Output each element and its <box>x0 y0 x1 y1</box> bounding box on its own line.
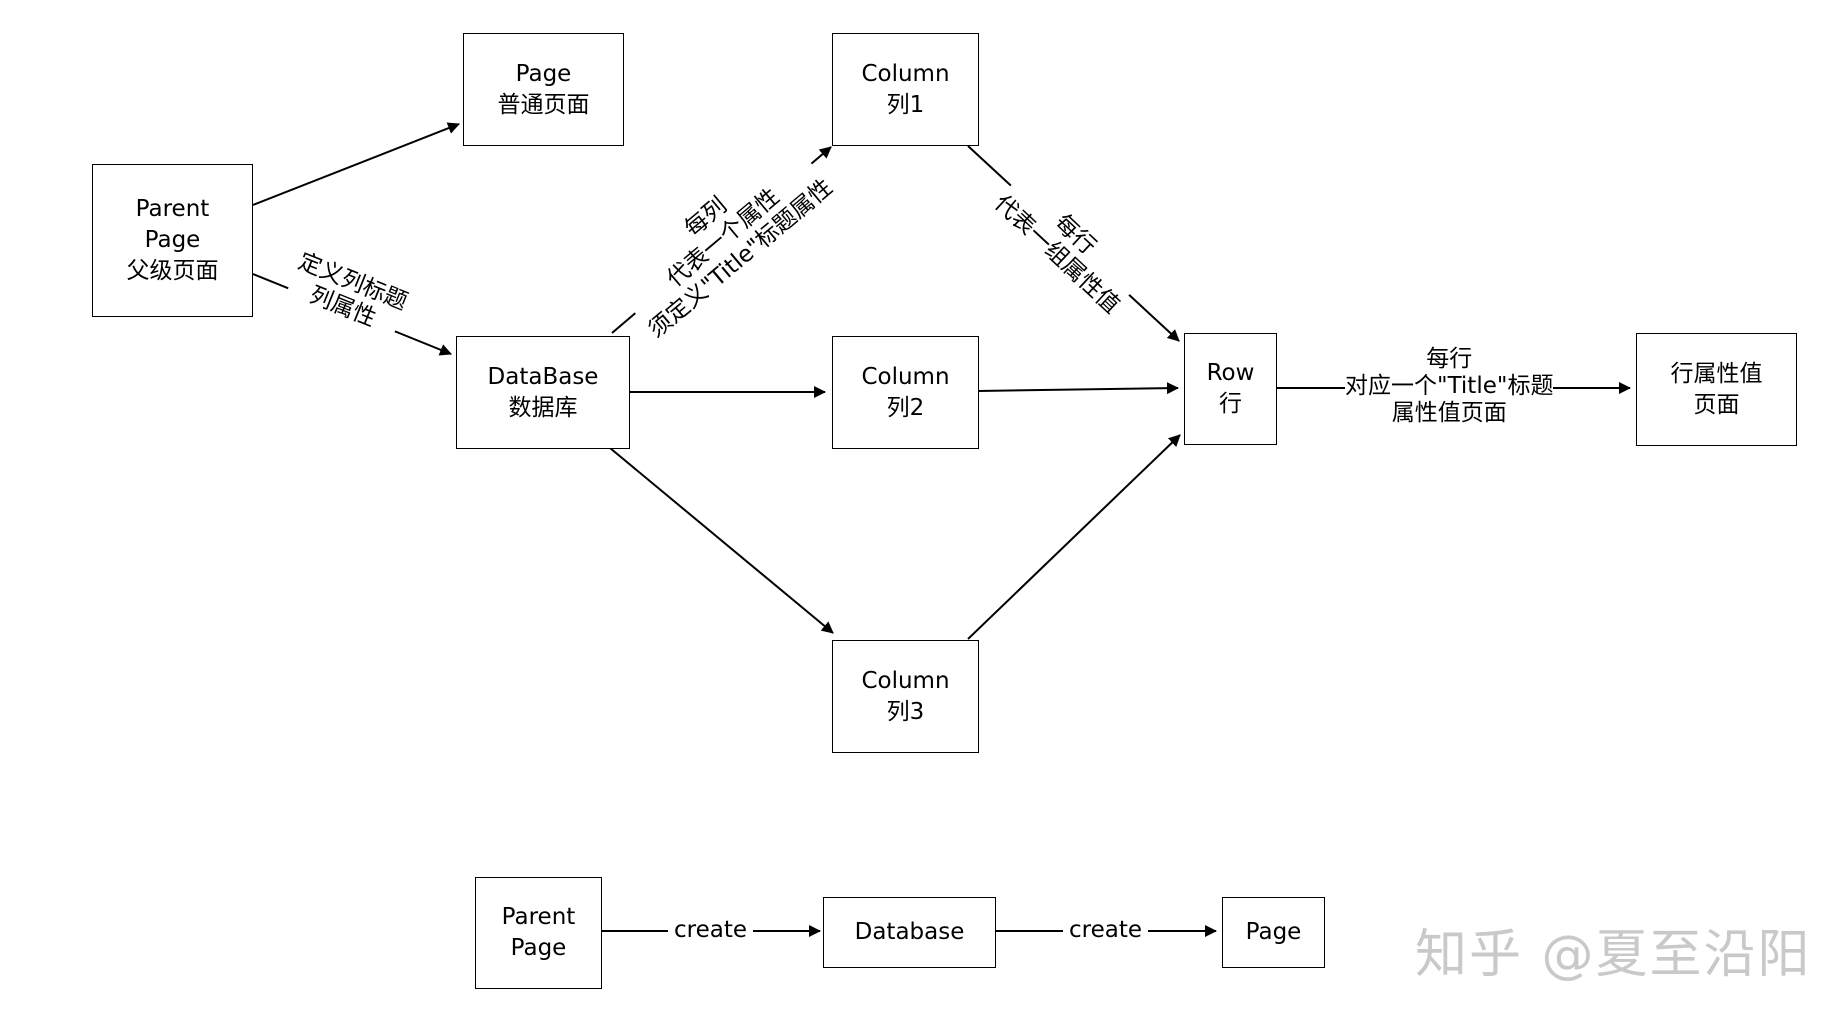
node-column2-line1: Column <box>861 363 950 390</box>
node-row-line1: Row <box>1206 360 1255 386</box>
bottom-node-parent-line2: Page <box>510 935 567 961</box>
node-page-normal-line2: 普通页面 <box>497 91 590 118</box>
node-column2-line2: 列2 <box>886 394 925 421</box>
node-row-value-page-line2: 页面 <box>1693 391 1740 418</box>
node-column1-line2: 列1 <box>886 91 925 118</box>
arrow-database-to-column3 <box>609 447 834 634</box>
arrow-column2-to-row <box>977 382 1179 395</box>
edge-label-each-row-page: 每行 对应一个"Title"标题 属性值页面 <box>1345 346 1554 427</box>
node-parent-page: Parent Page 父级页面 <box>92 164 253 317</box>
node-row-line2: 行 <box>1219 391 1242 417</box>
node-column2: Column 列2 <box>832 336 979 449</box>
arrow-parent-to-page <box>252 122 460 206</box>
arrow-column3-to-row <box>967 434 1181 640</box>
node-column3-line1: Column <box>861 667 950 694</box>
bottom-node-page-label: Page <box>1245 919 1302 945</box>
watermark: 知乎 @夏至沿阳 <box>1415 925 1812 985</box>
bottom-node-database-label: Database <box>854 919 965 945</box>
node-database-line2: 数据库 <box>508 394 578 421</box>
node-page-normal: Page 普通页面 <box>463 33 624 146</box>
edge-label-each-row-page-line3: 属性值页面 <box>1391 400 1507 426</box>
node-page-normal-line1: Page <box>515 60 572 87</box>
node-parent-page-line3: 父级页面 <box>126 258 219 284</box>
node-row-value-page-line1: 行属性值 <box>1670 360 1763 387</box>
edge-label-each-row-page-line1: 每行 <box>1426 346 1473 372</box>
bottom-node-database: Database <box>823 897 996 968</box>
bottom-node-parent-page: Parent Page <box>475 877 602 989</box>
node-column3-line2: 列3 <box>886 698 925 725</box>
node-database-line1: DataBase <box>487 363 599 390</box>
bottom-edge-label-create-2: create <box>1063 917 1149 944</box>
edge-label-each-row-page-line2: 对应一个"Title"标题 <box>1345 373 1554 399</box>
node-column1-line1: Column <box>861 60 950 87</box>
node-row: Row 行 <box>1184 333 1277 445</box>
node-row-value-page: 行属性值 页面 <box>1636 333 1797 446</box>
bottom-edge-label-create-1: create <box>668 917 754 944</box>
node-parent-page-line1: Parent <box>135 196 210 222</box>
node-database: DataBase 数据库 <box>456 336 630 449</box>
bottom-node-page: Page <box>1222 897 1325 968</box>
node-column3: Column 列3 <box>832 640 979 753</box>
node-parent-page-line2: Page <box>144 227 201 253</box>
node-column1: Column 列1 <box>832 33 979 146</box>
bottom-node-parent-line1: Parent <box>501 904 576 930</box>
